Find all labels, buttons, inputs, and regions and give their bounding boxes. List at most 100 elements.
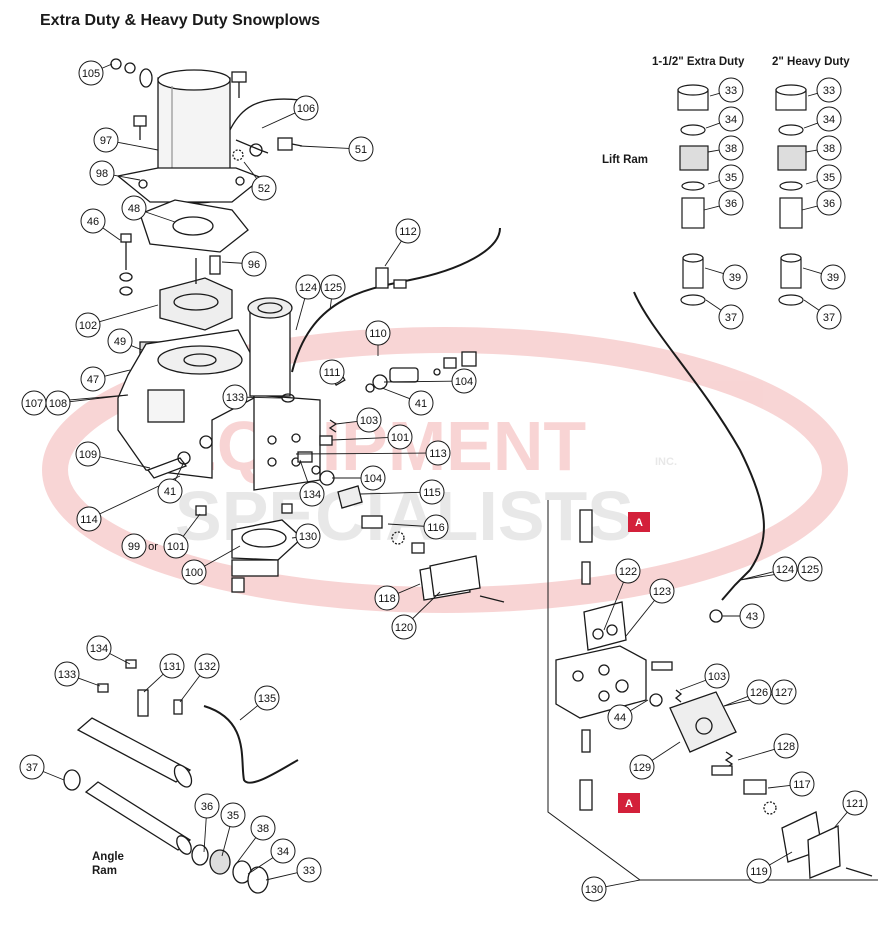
leader-line-33 xyxy=(710,93,719,96)
callout-123: 123 xyxy=(650,579,674,603)
leader-line-124 xyxy=(296,299,305,330)
leader-line-51 xyxy=(300,146,349,148)
leader-line-35 xyxy=(708,180,720,184)
callout-or-text: or xyxy=(148,541,158,553)
callout-number: 48 xyxy=(128,203,140,215)
leader-line-105 xyxy=(102,64,112,68)
callout-106: 106 xyxy=(294,96,318,120)
callout-47: 47 xyxy=(81,367,105,391)
callout-number: 35 xyxy=(725,172,737,184)
leader-line-106 xyxy=(262,113,295,128)
marker-a-bottom-label: A xyxy=(625,798,633,810)
callout-104: 104 xyxy=(452,369,476,393)
callout-130: 130 xyxy=(582,877,606,901)
callout-37: 37 xyxy=(719,305,743,329)
callout-number: 106 xyxy=(297,103,315,115)
leader-line-38 xyxy=(806,150,817,152)
callout-115: 115 xyxy=(420,480,444,504)
callout-126: 126 xyxy=(747,680,771,704)
callout-number: 49 xyxy=(114,336,126,348)
callout-number: 131 xyxy=(163,661,181,673)
leader-line-37 xyxy=(804,300,819,310)
callout-number: 37 xyxy=(26,762,38,774)
heavy-duty-parts xyxy=(776,85,806,305)
callout-number: 37 xyxy=(823,312,835,324)
callout-number: 43 xyxy=(746,611,758,623)
callout-39: 39 xyxy=(723,265,747,289)
callout-number: 133 xyxy=(58,669,76,681)
callout-number: 36 xyxy=(725,198,737,210)
callout-99: 99 xyxy=(122,534,146,558)
callout-number: 132 xyxy=(198,661,216,673)
leader-line-38 xyxy=(236,838,256,864)
callout-134: 134 xyxy=(87,636,111,660)
callout-101: 101 xyxy=(164,534,188,558)
leader-line-47 xyxy=(105,370,130,376)
callout-number: 96 xyxy=(248,259,260,271)
callout-102: 102 xyxy=(76,313,100,337)
callout-134: 134 xyxy=(300,482,324,506)
callout-number: 122 xyxy=(619,566,637,578)
callout-number: 102 xyxy=(79,320,97,332)
leader-line-103 xyxy=(680,680,706,690)
leader-line-36 xyxy=(704,206,719,210)
callout-number: 34 xyxy=(823,114,835,126)
callout-133: 133 xyxy=(55,662,79,686)
leader-line-133 xyxy=(78,678,100,686)
callout-number: 130 xyxy=(585,884,603,896)
callout-109: 109 xyxy=(76,442,100,466)
callout-number: 119 xyxy=(750,866,768,878)
callout-number: 110 xyxy=(369,328,387,340)
callout-128: 128 xyxy=(774,734,798,758)
callout-43: 43 xyxy=(740,604,764,628)
callout-121: 121 xyxy=(843,791,867,815)
callout-35: 35 xyxy=(817,165,841,189)
callout-105: 105 xyxy=(79,61,103,85)
leader-line-39 xyxy=(705,268,724,274)
callout-114: 114 xyxy=(77,507,101,531)
callout-113: 113 xyxy=(426,441,450,465)
callout-number: 108 xyxy=(49,398,67,410)
callout-125: 125 xyxy=(798,557,822,581)
callout-number: 52 xyxy=(258,183,270,195)
callout-number: 134 xyxy=(90,643,108,655)
leader-line-130 xyxy=(606,880,640,887)
callout-number: 134 xyxy=(303,489,321,501)
leader-line-130 xyxy=(292,537,296,538)
leader-line-135 xyxy=(240,706,258,720)
callout-112: 112 xyxy=(396,219,420,243)
leader-line-112 xyxy=(385,241,401,266)
callout-number: 51 xyxy=(355,144,367,156)
callout-100: 100 xyxy=(182,560,206,584)
callout-131: 131 xyxy=(160,654,184,678)
callout-number: 99 xyxy=(128,541,140,553)
callout-number: 33 xyxy=(303,865,315,877)
callout-44: 44 xyxy=(608,705,632,729)
callout-number: 124 xyxy=(776,564,794,576)
page-title: Extra Duty & Heavy Duty Snowplows xyxy=(40,12,320,30)
callout-number: 125 xyxy=(324,282,342,294)
leader-line-134 xyxy=(110,654,130,664)
callout-number: 47 xyxy=(87,374,99,386)
marker-a-top: A xyxy=(628,512,650,532)
callout-38: 38 xyxy=(817,136,841,160)
callout-110: 110 xyxy=(366,321,390,345)
leader-line-123 xyxy=(626,600,655,636)
lift-ram-label: Lift Ram xyxy=(602,154,648,166)
callout-104: 104 xyxy=(361,466,385,490)
leader-line-128 xyxy=(738,749,774,760)
extra-duty-heading: 1-1/2" Extra Duty xyxy=(652,56,744,68)
callout-118: 118 xyxy=(375,586,399,610)
callout-number: 133 xyxy=(226,392,244,404)
angle-ram-label-line2: Ram xyxy=(92,865,117,877)
callout-46: 46 xyxy=(81,209,105,233)
callout-129: 129 xyxy=(630,755,654,779)
callout-number: 116 xyxy=(427,522,445,534)
callout-35: 35 xyxy=(719,165,743,189)
leader-line-37 xyxy=(706,300,721,310)
callout-103: 103 xyxy=(705,664,729,688)
leader-line-117 xyxy=(768,785,790,788)
callout-117: 117 xyxy=(790,772,814,796)
callout-number: 98 xyxy=(96,168,108,180)
